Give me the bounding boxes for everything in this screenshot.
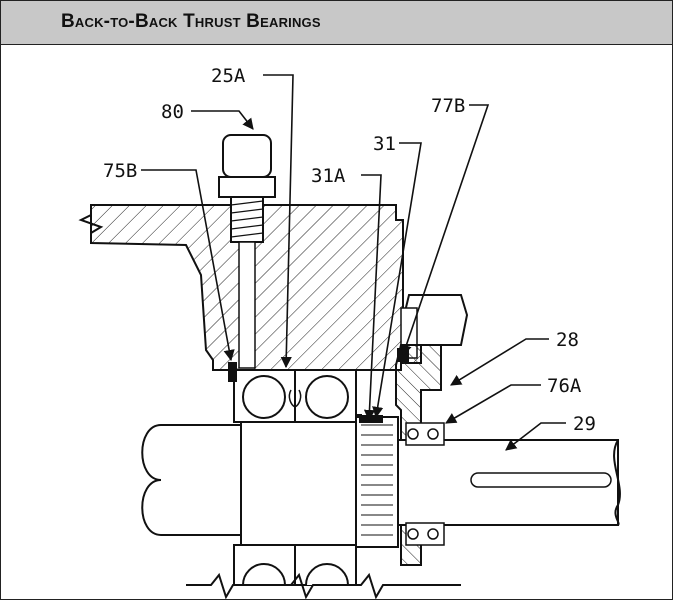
vent-passage xyxy=(238,241,256,369)
bearing-ball-lower-right xyxy=(305,563,349,586)
breather-nut xyxy=(218,176,276,198)
lock-nut xyxy=(355,416,399,548)
figure-header: Back-to-Back Thrust Bearings xyxy=(1,1,672,45)
bottom-break-line xyxy=(186,572,461,599)
bearing-ball-upper-right xyxy=(305,375,349,419)
callout-25a: 25A xyxy=(211,65,246,87)
housing-break-line xyxy=(78,205,104,243)
lip-seal-lower xyxy=(405,522,445,546)
callout-29: 29 xyxy=(573,413,596,435)
bearing-cross-section-drawing: 25A 80 77B 31 75B 31A 28 76A 29 xyxy=(78,65,621,599)
bearing-ball-upper-left xyxy=(242,375,286,419)
breather-body xyxy=(222,134,272,178)
callout-31a: 31A xyxy=(311,165,346,187)
shaft-break xyxy=(141,424,162,536)
lock-washer xyxy=(359,415,383,423)
bearing-ball-lower-left xyxy=(242,563,286,586)
oring-75b xyxy=(228,362,237,382)
shaft-extension-break xyxy=(613,439,621,526)
callout-75b: 75B xyxy=(103,160,137,182)
figure-title: Back-to-Back Thrust Bearings xyxy=(61,11,321,32)
lip-seal-upper xyxy=(405,422,445,446)
shaft-middle xyxy=(240,414,362,546)
callout-77b: 77B xyxy=(431,95,465,117)
callout-31: 31 xyxy=(373,133,396,155)
callout-28: 28 xyxy=(556,329,579,351)
keyway xyxy=(470,472,612,488)
callout-80: 80 xyxy=(161,101,184,123)
callout-76a: 76A xyxy=(547,375,582,397)
